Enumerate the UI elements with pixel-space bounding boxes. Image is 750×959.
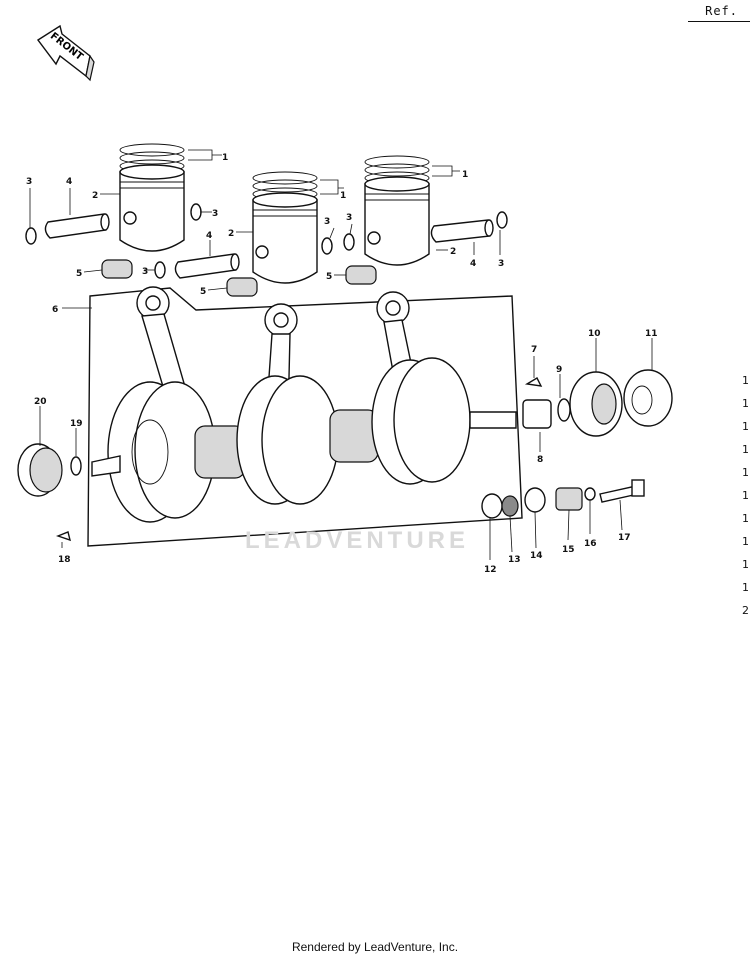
callout-13: 13 <box>508 555 521 565</box>
callout-5b: 5 <box>200 287 206 297</box>
piston-left <box>119 143 185 252</box>
callout-3a: 3 <box>26 177 32 187</box>
callout-4c: 4 <box>470 259 476 269</box>
callout-1b: 1 <box>340 191 346 201</box>
callout-3c: 3 <box>142 267 148 277</box>
right-edge-number: 1 <box>742 535 749 548</box>
piston-right <box>364 155 430 266</box>
fasteners-row <box>481 479 645 519</box>
callout-4a: 4 <box>66 177 72 187</box>
right-edge-number: 1 <box>742 397 749 410</box>
callout-11: 11 <box>645 329 658 339</box>
right-edge-number: 1 <box>742 420 749 433</box>
piston-center <box>252 171 318 284</box>
right-edge-number: 1 <box>742 558 749 571</box>
crankshaft-assembly-outline <box>87 287 523 547</box>
callout-1c: 1 <box>462 170 468 180</box>
callout-16: 16 <box>584 539 597 549</box>
callout-7: 7 <box>531 345 537 355</box>
callout-2b: 2 <box>228 229 234 239</box>
callout-2a: 2 <box>92 191 98 201</box>
callout-15: 15 <box>562 545 575 555</box>
callout-numbers: 1 1 1 2 2 2 3 3 3 3 3 3 4 4 4 5 5 5 6 7 … <box>26 153 658 575</box>
callout-20: 20 <box>34 397 47 407</box>
front-arrow-icon: FRONT <box>36 24 95 82</box>
piston-pin-center <box>174 253 240 279</box>
right-edge-number: 1 <box>742 581 749 594</box>
callout-6: 6 <box>52 305 58 315</box>
callout-3d: 3 <box>324 217 330 227</box>
callout-18: 18 <box>58 555 71 565</box>
crank-webs <box>91 357 517 523</box>
callout-5c: 5 <box>326 272 332 282</box>
callout-5a: 5 <box>76 269 82 279</box>
right-edge-number: 1 <box>742 443 749 456</box>
piston-pin-right <box>430 219 494 243</box>
right-side-parts <box>522 369 673 437</box>
piston-pin-left <box>44 213 110 239</box>
callout-1a: 1 <box>222 153 228 163</box>
callout-4b: 4 <box>206 231 212 241</box>
ref-underline <box>688 21 750 22</box>
callout-3f: 3 <box>498 259 504 269</box>
right-edge-number: 1 <box>742 489 749 502</box>
right-edge-number: 2 <box>742 604 749 617</box>
callout-9: 9 <box>556 365 562 375</box>
callout-2c: 2 <box>450 247 456 257</box>
ref-label: Ref. <box>705 4 738 18</box>
callout-3b: 3 <box>212 209 218 219</box>
callout-12: 12 <box>484 565 497 575</box>
callout-19: 19 <box>70 419 83 429</box>
right-edge-number: 1 <box>742 512 749 525</box>
left-end-parts <box>17 443 82 542</box>
right-edge-number: 1 <box>742 466 749 479</box>
callout-17: 17 <box>618 533 631 543</box>
callout-3e: 3 <box>346 213 352 223</box>
callout-14: 14 <box>530 551 543 561</box>
footer-credit: Rendered by LeadVenture, Inc. <box>291 940 459 954</box>
callout-10: 10 <box>588 329 601 339</box>
leader-lines <box>29 149 653 560</box>
watermark: LEADVENTURE <box>245 527 470 554</box>
right-edge-number: 1 <box>742 374 749 387</box>
needle-bearings <box>101 259 377 297</box>
callout-8: 8 <box>537 455 543 465</box>
